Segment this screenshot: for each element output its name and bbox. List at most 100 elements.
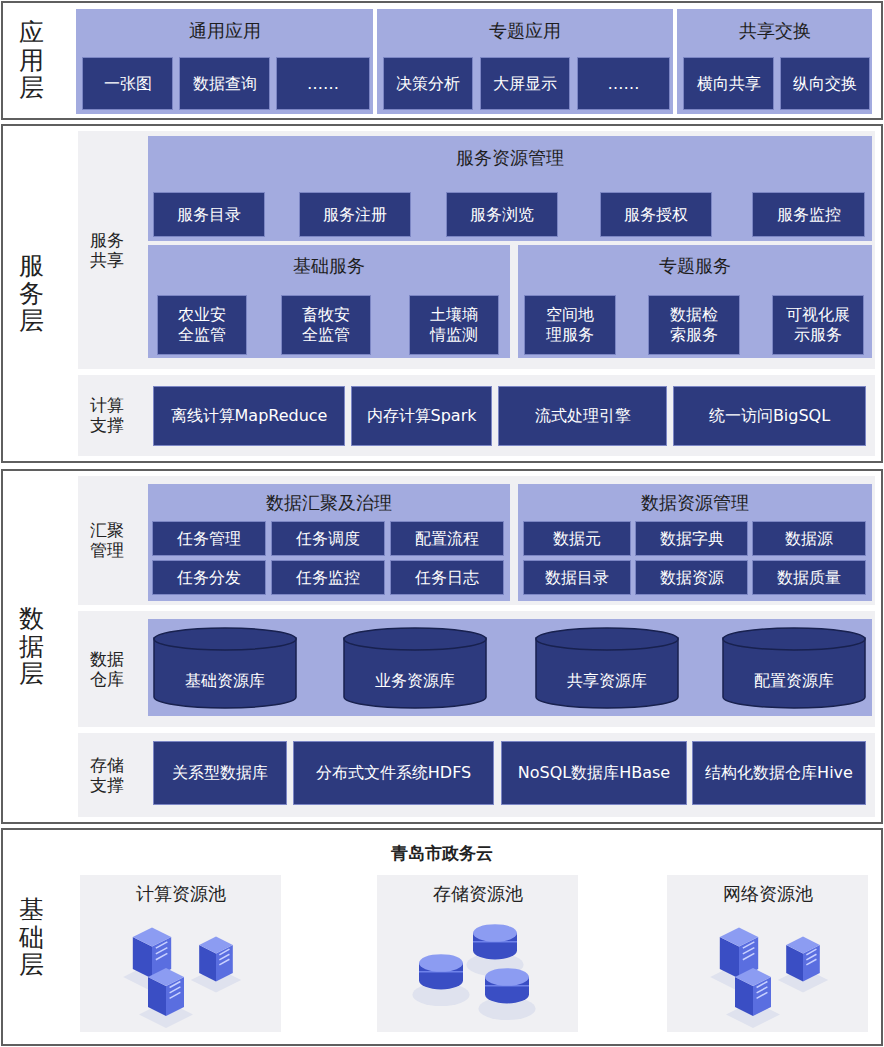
label: 汇聚管理 xyxy=(90,520,125,561)
server-slot xyxy=(170,987,181,993)
label: 通用应用 xyxy=(76,20,373,43)
label: 土壤墒情监测 xyxy=(430,305,479,345)
module-box: NoSQL数据库HBase xyxy=(501,741,687,805)
disk-top xyxy=(485,968,529,986)
label: 纵向交换 xyxy=(793,74,857,94)
label: 数据检索服务 xyxy=(670,305,719,345)
label: 服务授权 xyxy=(624,205,688,225)
module-box: 农业安全监管 xyxy=(157,295,247,355)
module-box: 服务目录 xyxy=(153,192,265,237)
module-box: 任务调度 xyxy=(271,521,385,556)
section-panel: 数据仓库基础资源库业务资源库共享资源库配置资源库 xyxy=(78,611,875,727)
server-slot xyxy=(743,953,755,959)
layer-band: 服务层服务共享服务资源管理服务目录服务注册服务浏览服务授权服务监控基础服务农业安… xyxy=(1,124,883,463)
label: 基础资源库 xyxy=(185,671,265,691)
database-cylinder: 配置资源库 xyxy=(722,627,866,709)
label: 离线计算MapReduce xyxy=(171,406,328,426)
module-box: 配置流程 xyxy=(390,521,504,556)
resource-pool: 计算资源池 xyxy=(80,875,281,1032)
server-slot xyxy=(757,992,768,998)
group-panel: 通用应用一张图 数据查询…… xyxy=(76,9,373,114)
section-panel: 汇聚管理数据汇聚及治理任务管理任务调度配置流程任务分发任务监控任务日志数据资源管… xyxy=(78,476,875,605)
module-box: 数据查询 xyxy=(179,57,270,110)
label: 专题服务 xyxy=(518,255,872,278)
disk-top xyxy=(419,954,463,972)
module-box: 任务管理 xyxy=(152,521,266,556)
server-slot xyxy=(743,942,755,948)
server-slot xyxy=(219,959,229,965)
module-box: …… xyxy=(276,57,370,110)
label: 数据质量 xyxy=(777,568,841,588)
module-box: 畜牧安全监管 xyxy=(281,295,371,355)
label: …… xyxy=(608,74,640,94)
server-slot xyxy=(170,982,181,988)
label: 任务监控 xyxy=(296,568,360,588)
label: 结构化数据仓库Hive xyxy=(705,763,853,783)
module-box: 服务监控 xyxy=(752,192,865,237)
label: 数据仓库 xyxy=(90,649,125,690)
label: 存储资源池 xyxy=(377,883,578,906)
server-slot xyxy=(757,987,768,993)
module-box: 数据源 xyxy=(752,521,866,556)
label: 内存计算Spark xyxy=(367,406,477,426)
layer-band: 数据层汇聚管理数据汇聚及治理任务管理任务调度配置流程任务分发任务监控任务日志数据… xyxy=(1,469,883,824)
layer-band: 应用层通用应用一张图数据查询……专题应用决策分析大屏显示……共享交换横向共享纵向… xyxy=(1,1,883,120)
server-slot xyxy=(170,992,181,998)
label: 基础层 xyxy=(19,896,44,979)
module-box: 服务注册 xyxy=(299,192,411,237)
label: 数据目录 xyxy=(545,568,609,588)
label: 计算支撑 xyxy=(90,395,125,436)
module-box: 分布式文件系统HDFS xyxy=(293,741,494,805)
module-box: 可视化展示服务 xyxy=(772,295,864,355)
server-slot xyxy=(806,949,816,955)
server-slot xyxy=(156,948,168,954)
label: 空间地理服务 xyxy=(546,305,595,345)
module-box: 横向共享 xyxy=(683,57,774,110)
module-box: 土壤墒情监测 xyxy=(409,295,499,355)
label: 服务共享 xyxy=(90,230,125,271)
module-box: 结构化数据仓库Hive xyxy=(692,741,866,805)
group-panel: 服务资源管理服务目录服务注册服务浏览服务授权服务监控 xyxy=(148,136,872,241)
disk-band xyxy=(494,960,496,962)
label: 网络资源池 xyxy=(667,883,868,906)
disk-top xyxy=(494,960,495,961)
label: 数据字典 xyxy=(660,529,724,549)
server-slot xyxy=(757,982,768,988)
module-box: 纵向交换 xyxy=(780,57,870,110)
database-cylinder: 共享资源库 xyxy=(535,627,679,709)
module-box: 数据检索服务 xyxy=(648,295,740,355)
label: 专题应用 xyxy=(377,20,673,43)
group-panel: 共享交换横向共享纵向交换 xyxy=(677,9,872,114)
label: 关系型数据库 xyxy=(172,763,268,783)
label: 大屏显示 xyxy=(493,74,557,94)
label: 畜牧安全监管 xyxy=(302,305,351,345)
label: 配置资源库 xyxy=(754,671,834,691)
module-box: 统一访问BigSQL xyxy=(673,386,866,446)
label: 数据资源管理 xyxy=(518,492,872,515)
label: 一张图 xyxy=(104,74,152,94)
label: 计算资源池 xyxy=(80,883,281,906)
label: 服务监控 xyxy=(777,205,841,225)
server-slot xyxy=(743,948,755,954)
group-panel: 专题应用决策分析 大屏显示 …… xyxy=(377,9,673,114)
cylinder-top xyxy=(536,628,678,650)
disk-body xyxy=(494,961,495,962)
label: 配置流程 xyxy=(415,529,479,549)
database-cylinder: 基础资源库 xyxy=(153,627,297,709)
group-panel: 专题服务空间地理服务 数据检索服务 可视化展示服务 xyxy=(518,245,872,358)
group-panel: 数据汇聚及治理任务管理任务调度配置流程任务分发任务监控任务日志 xyxy=(148,484,510,601)
label: 存储支撑 xyxy=(90,755,125,796)
module-box: 数据质量 xyxy=(752,560,866,595)
group-panel: 数据资源管理数据元数据字典数据源数据目录数据资源数据质量 xyxy=(518,484,872,601)
resource-pool: 网络资源池 xyxy=(667,875,868,1032)
label: 任务分发 xyxy=(177,568,241,588)
layer-band: 基础层青岛市政务云计算资源池存储资源池网络资源池 xyxy=(1,828,883,1046)
label: 决策分析 xyxy=(396,74,460,94)
label: 共享交换 xyxy=(677,20,872,43)
label: 分布式文件系统HDFS xyxy=(316,763,471,783)
disk-top xyxy=(473,924,517,942)
section-panel: 计算支撑离线计算MapReduce内存计算Spark流式处理引擎统一访问BigS… xyxy=(78,375,875,456)
cylinder-outline xyxy=(343,627,487,709)
server-slot xyxy=(156,942,168,948)
